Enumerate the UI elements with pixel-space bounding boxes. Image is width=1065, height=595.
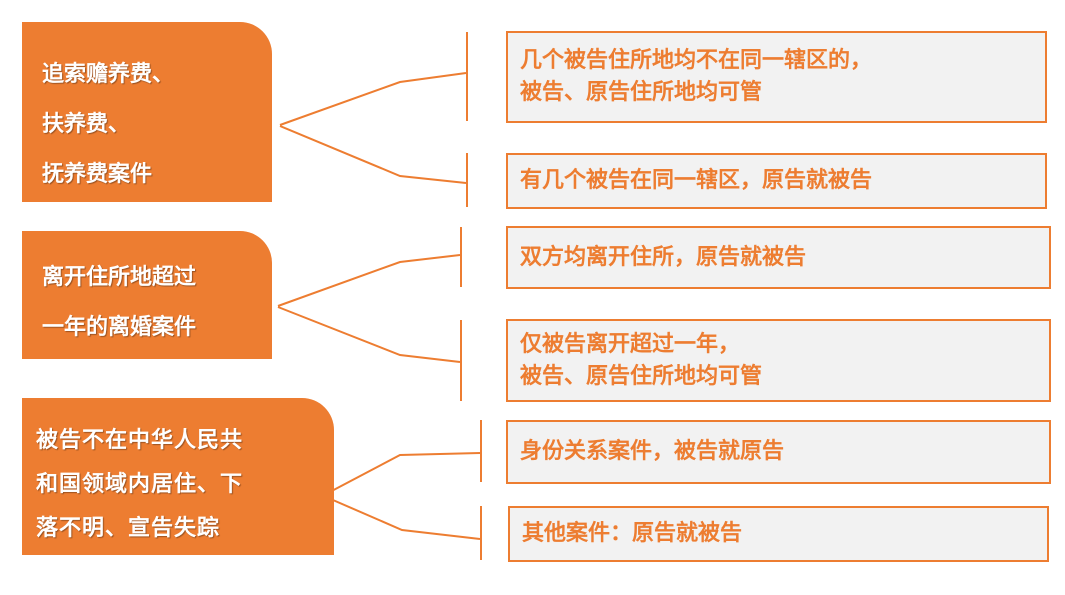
connector [279,72,467,126]
rule-box: 双方均离开住所，原告就被告 [506,226,1051,289]
rule-box: 仅被告离开超过一年， 被告、原告住所地均可管 [506,319,1051,402]
rule-box: 有几个被告在同一辖区，原告就被告 [506,153,1047,209]
connector [277,306,461,363]
rule-text: 几个被告住所地均不在同一辖区的， [520,48,873,73]
rule-text: 被告、原告住所地均可管 [520,80,763,105]
category-label: 抚养费案件 [42,162,153,187]
category-label: 扶养费、 [42,112,131,137]
rule-text: 身份关系案件，被告就原告 [520,439,785,464]
rule-text: 双方均离开住所，原告就被告 [520,244,807,270]
connector [325,452,481,495]
category-label: 被告不在中华人民共 [36,428,244,453]
rule-box: 其他案件：原告就被告 [508,506,1049,562]
category-box-missing-defendant: 被告不在中华人民共 和国领域内居住、下 落不明、宣告失踪 [22,398,334,555]
connector [325,496,481,540]
rule-text: 其他案件：原告就被告 [522,521,743,546]
connector [279,125,467,184]
rule-text: 仅被告离开超过一年， [520,331,741,357]
rule-text: 有几个被告在同一辖区，原告就被告 [520,168,873,193]
category-label: 追索赡养费、 [42,62,175,87]
connector [277,254,461,307]
rule-box: 身份关系案件，被告就原告 [506,420,1051,484]
category-label: 和国领域内居住、下 [36,472,244,497]
category-box-support-fees: 追索赡养费、 扶养费、 抚养费案件 [22,22,272,202]
category-label: 离开住所地超过 [42,265,197,290]
category-box-divorce: 离开住所地超过 一年的离婚案件 [22,231,272,359]
rule-box: 几个被告住所地均不在同一辖区的， 被告、原告住所地均可管 [506,31,1047,123]
rule-text: 被告、原告住所地均可管 [520,363,763,389]
category-label: 落不明、宣告失踪 [36,516,221,541]
category-label: 一年的离婚案件 [42,315,197,340]
